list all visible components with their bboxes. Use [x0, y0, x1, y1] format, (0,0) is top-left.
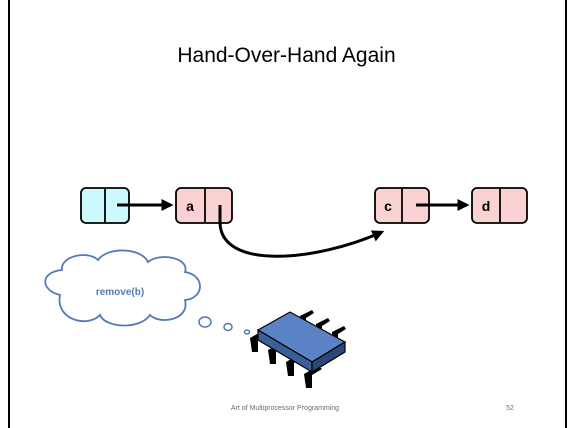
- slide-border-left: [8, 0, 10, 428]
- list-node-a: a: [175, 187, 233, 224]
- thought-bubble-small: [243, 329, 251, 335]
- thought-bubble-medium: [223, 322, 233, 332]
- slide-footer: Art of Multiprocessor Programming: [230, 405, 340, 412]
- chip-side: [311, 340, 346, 374]
- node-a-label: a: [186, 198, 194, 214]
- list-node-c: c: [374, 187, 430, 224]
- list-node-d: d: [471, 187, 528, 224]
- thought-text: remove(b): [96, 287, 144, 298]
- node-c-label: c: [384, 198, 392, 214]
- thought-cloud: remove(b): [44, 249, 251, 335]
- cpu-chip-icon: [250, 310, 347, 388]
- thought-bubble-large: [198, 316, 212, 328]
- pointer-a-to-c: [218, 205, 385, 258]
- node-a-box: [175, 187, 233, 224]
- node-d-label: d: [482, 198, 491, 214]
- slide-page-number: 52: [506, 405, 514, 412]
- thought-cloud-shape: [44, 249, 201, 327]
- slide-title: Hand-Over-Hand Again: [177, 44, 396, 67]
- slide-border-right: [565, 0, 567, 428]
